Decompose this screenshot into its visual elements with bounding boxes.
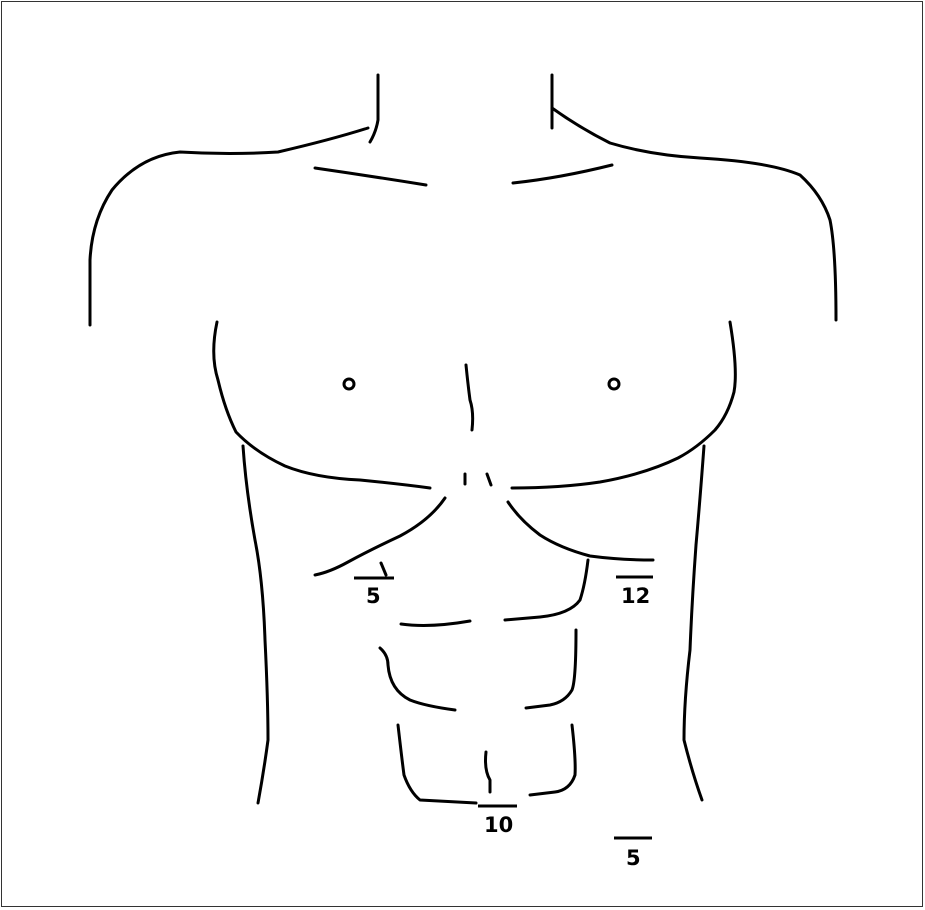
costal-tick (381, 563, 386, 575)
costal-margin-right (508, 502, 653, 560)
linea-alba-lower (486, 752, 491, 792)
abdomen-mid-right (526, 630, 576, 708)
clavicle-right (513, 165, 612, 183)
xiphoid-right (487, 474, 491, 485)
flank-right (684, 446, 704, 800)
abdomen-upper-right (505, 560, 588, 620)
nipple-left (344, 379, 354, 389)
label-lower-right: 5 (626, 846, 641, 870)
abdomen-lower-right (530, 725, 575, 795)
neck-left-line (370, 75, 378, 142)
label-umbilical: 10 (484, 813, 513, 837)
abdomen-mid-left (380, 648, 455, 710)
shoulder-right-outline (552, 108, 836, 320)
label-left-rib: 5 (366, 584, 381, 608)
flank-left (243, 446, 268, 803)
shoulder-left-outline (90, 128, 368, 325)
abdomen-lower-left (398, 725, 476, 803)
nipple-right (609, 379, 619, 389)
clavicle-left (315, 168, 426, 185)
sternum-line (466, 365, 473, 430)
label-right-rib: 12 (621, 584, 650, 608)
abdomen-upper-left (401, 621, 470, 625)
pectoral-left-outline (214, 322, 430, 488)
